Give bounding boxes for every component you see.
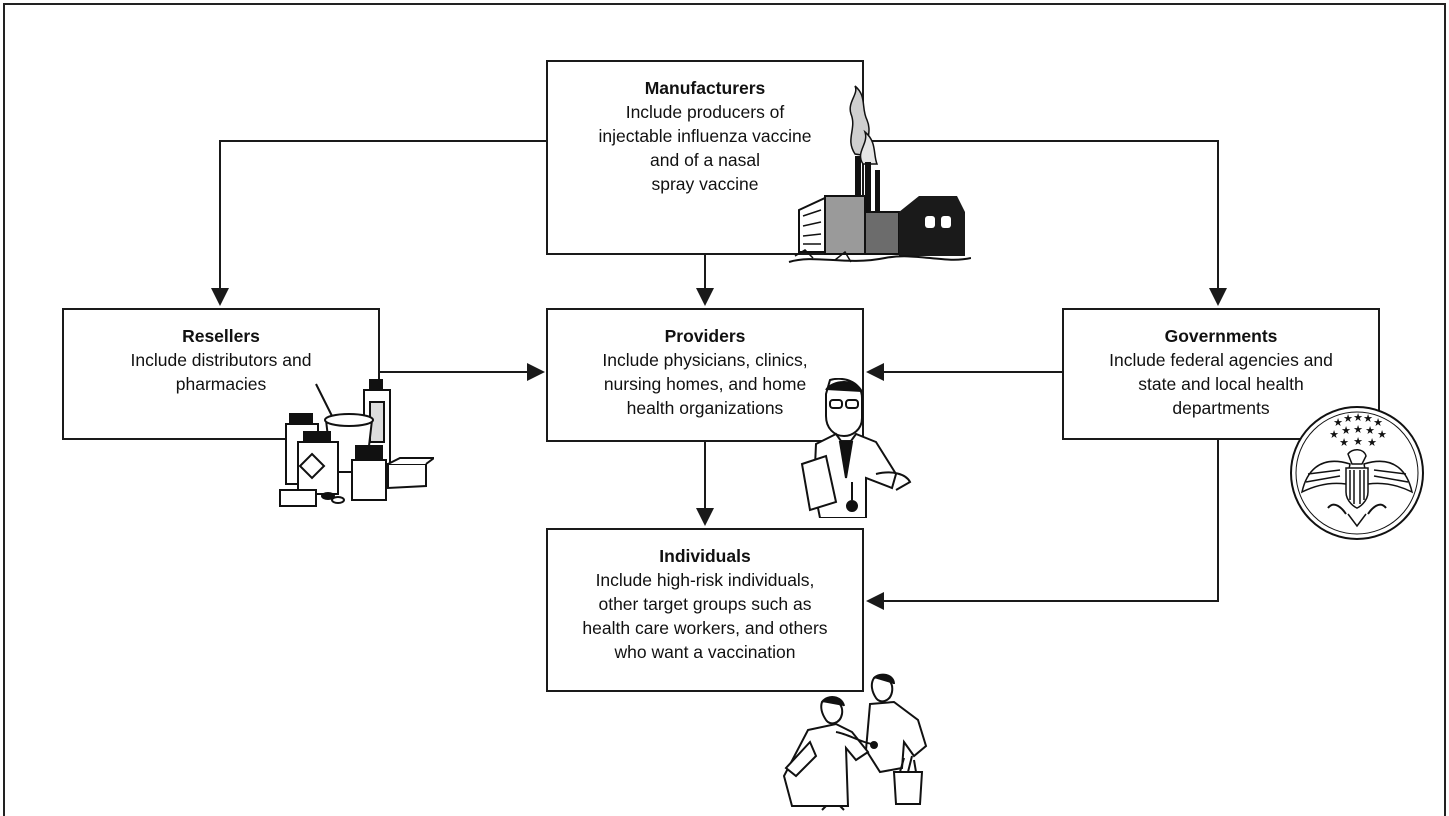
svg-text:★: ★ [1333,416,1343,429]
svg-text:★: ★ [1373,416,1383,429]
governments-title: Governments [1164,326,1278,346]
svg-text:★: ★ [1377,428,1387,441]
providers-title: Providers [664,326,746,346]
individuals-title: Individuals [659,546,751,566]
svg-text:★: ★ [1365,424,1375,437]
manufacturers-title: Manufacturers [644,78,766,98]
manufacturers-box: Manufacturers Include producers of injec… [546,60,864,255]
edge-manufacturers-governments [864,140,1219,290]
svg-text:★: ★ [1329,428,1339,441]
individuals-description: Include high-risk individuals, other tar… [582,570,828,662]
svg-text:★: ★ [1367,436,1377,449]
medical-exam-icon [782,673,928,811]
diagram-frame [3,3,1446,816]
providers-description: Include physicians, clinics, nursing hom… [602,350,808,418]
svg-text:★: ★ [1353,435,1363,448]
individuals-box: Individuals Include high-risk individual… [546,528,864,692]
edge-manufacturers-resellers [219,140,546,290]
resellers-box: Resellers Include distributors and pharm… [62,308,380,440]
pharmacy-bottles-icon [279,379,434,507]
manufacturers-description: Include producers of injectable influenz… [598,102,812,194]
doctor-icon [800,378,912,518]
governments-description: Include federal agencies and state and l… [1109,350,1333,418]
factory-icon [788,85,971,263]
edge-governments-individuals [884,440,1219,602]
svg-text:★: ★ [1353,423,1363,436]
svg-text:★: ★ [1353,411,1363,424]
svg-text:★: ★ [1363,412,1373,425]
resellers-description: Include distributors and pharmacies [130,350,312,394]
eagle-seal-icon: ★★★ ★★ ★★★ ★★ ★★★ [1290,406,1424,540]
providers-box: Providers Include physicians, clinics, n… [546,308,864,442]
svg-text:★: ★ [1343,412,1353,425]
resellers-title: Resellers [182,326,260,346]
svg-text:★: ★ [1341,424,1351,437]
svg-text:★: ★ [1339,436,1349,449]
